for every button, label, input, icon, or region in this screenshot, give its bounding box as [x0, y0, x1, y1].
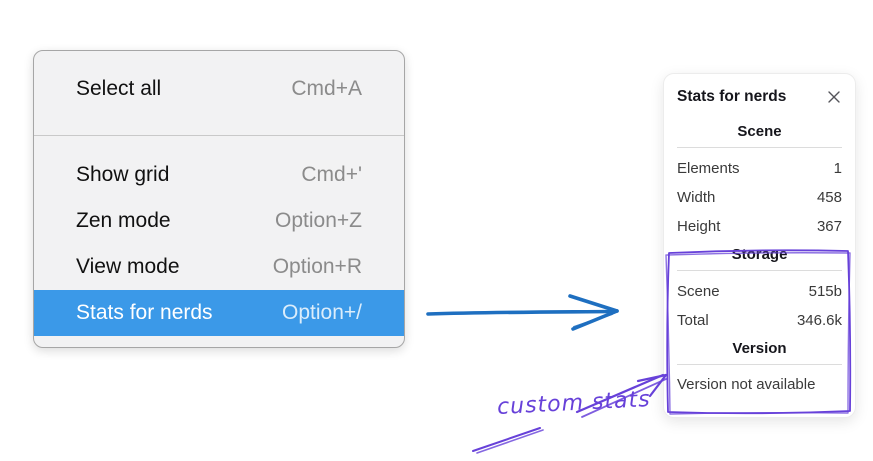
section-version: Version Version not available [677, 339, 842, 397]
menu-item-shortcut: Option+/ [282, 301, 362, 324]
section-heading: Storage [731, 246, 788, 263]
stat-value: 367 [816, 218, 842, 235]
context-menu: Select all Cmd+A Show grid Cmd+' Zen mod… [33, 50, 405, 348]
menu-item-label: Stats for nerds [76, 301, 213, 324]
menu-separator [34, 135, 404, 136]
menu-item-shortcut: Option+Z [275, 209, 362, 232]
stat-label: Width [677, 189, 716, 206]
stats-panel: Stats for nerds Scene Elements 1 Width 4… [663, 73, 856, 418]
stat-value: 458 [816, 189, 842, 206]
stat-label: Total [677, 312, 709, 329]
menu-group: Show grid Cmd+' Zen mode Option+Z View m… [34, 152, 404, 336]
section-divider [677, 364, 842, 365]
stat-row-scene-size: Scene 515b [677, 277, 842, 306]
section-storage: Storage Scene 515b Total 346.6k [677, 245, 842, 335]
stat-value: 1 [833, 160, 842, 177]
annotation-label: custom stats [496, 386, 652, 421]
menu-item-label: View mode [76, 255, 180, 278]
stat-label: Scene [677, 283, 720, 300]
menu-item-shortcut: Option+R [272, 255, 362, 278]
menu-item-zen-mode[interactable]: Zen mode Option+Z [34, 198, 404, 244]
menu-item-select-all[interactable]: Select all Cmd+A [34, 67, 404, 111]
section-heading: Scene [737, 123, 782, 140]
version-note: Version not available [677, 375, 816, 393]
menu-item-shortcut: Cmd+A [291, 77, 362, 100]
stat-value: 515b [808, 283, 842, 300]
stat-label: Height [677, 218, 721, 235]
menu-item-view-mode[interactable]: View mode Option+R [34, 244, 404, 290]
menu-item-label: Show grid [76, 163, 170, 186]
close-icon[interactable] [826, 89, 842, 105]
stats-panel-header: Stats for nerds [677, 86, 842, 108]
stat-row-width: Width 458 [677, 183, 842, 212]
stat-row-total-size: Total 346.6k [677, 306, 842, 335]
menu-item-shortcut: Cmd+' [301, 163, 362, 186]
section-scene: Scene Elements 1 Width 458 Height 367 [677, 122, 842, 241]
menu-item-stats-for-nerds[interactable]: Stats for nerds Option+/ [34, 290, 404, 336]
flow-arrow [426, 294, 619, 331]
menu-item-label: Zen mode [76, 209, 171, 232]
stat-value: 346.6k [796, 312, 842, 329]
stat-row-elements: Elements 1 [677, 154, 842, 183]
menu-item-label: Select all [76, 77, 162, 100]
section-heading: Version [732, 340, 787, 357]
stat-row-height: Height 367 [677, 212, 842, 241]
menu-item-show-grid[interactable]: Show grid Cmd+' [34, 152, 404, 198]
annotation-stroke [472, 427, 544, 454]
stats-panel-title: Stats for nerds [677, 88, 787, 105]
section-divider [677, 270, 842, 271]
stat-label: Elements [677, 160, 740, 177]
section-divider [677, 147, 842, 148]
